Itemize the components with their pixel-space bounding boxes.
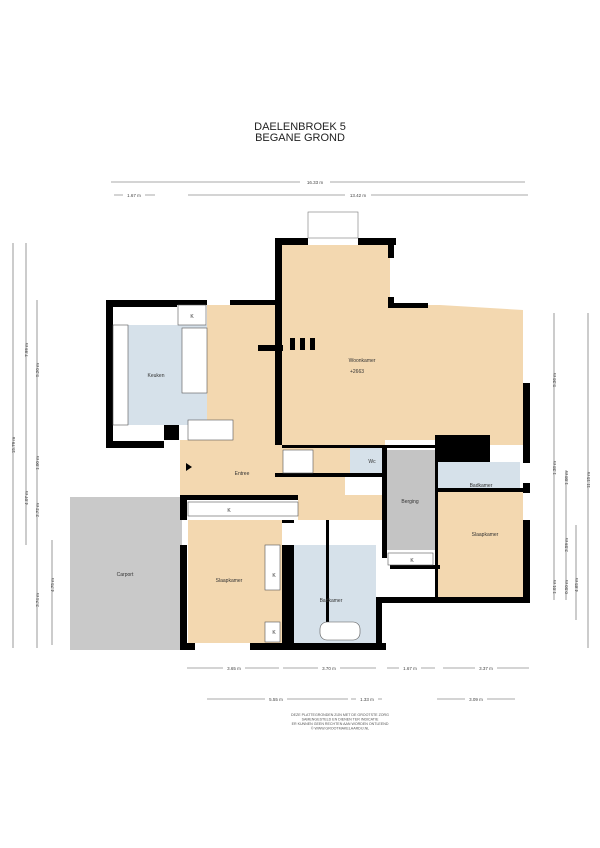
wardrobe — [264, 544, 281, 591]
room-labels: Keuken Woonkamer +2663 Entree Wc Berging… — [117, 314, 499, 636]
dim-label: 1.00 m — [35, 456, 40, 470]
cupboard-label: K — [190, 314, 194, 320]
room-height: +2663 — [350, 369, 364, 375]
plan-title: DAELENBROEK 5 — [254, 121, 346, 133]
dim-label: 16.33 m — [307, 180, 324, 185]
cupboard-label: K — [410, 558, 414, 564]
dim-label: 3.37 m — [479, 666, 493, 671]
disclaimer-line: SAMENGESTELD EN DIENEN TER INDICATIE — [302, 718, 379, 722]
carport-area — [70, 497, 182, 650]
dim-label: 4.65 m — [574, 578, 579, 592]
plan-subtitle: BEGANE GROND — [255, 132, 345, 144]
room-label-slaapkamer: Slaapkamer — [216, 578, 243, 584]
entrance-arrow-icon — [186, 463, 192, 471]
cupboard — [177, 304, 207, 326]
room-label-wc: Wc — [368, 459, 376, 465]
room-label-badkamer: Badkamer — [470, 483, 493, 489]
dim-label: 1.67 m — [403, 666, 417, 671]
disclaimer-line: ER KUNNEN GEEN RECHTEN AAN WORDEN ONTLEE… — [292, 722, 389, 726]
room-label-carport: Carport — [117, 572, 134, 578]
wc-area — [350, 448, 385, 475]
disclaimer: DEZE PLATTEGRONDEN ZIJN MET DE GROOTSTE … — [291, 713, 389, 731]
kitchen-island — [181, 327, 208, 394]
dim-label: 1.08 m — [564, 471, 569, 485]
stairs — [282, 449, 314, 474]
room-label-slaapkamer: Slaapkamer — [472, 532, 499, 538]
dim-label: 1.38 m — [552, 461, 557, 475]
cupboard — [187, 419, 234, 441]
fixtures — [112, 211, 434, 643]
disclaimer-line: © WWW.GROOTMAKELAARDIJ.NL — [311, 727, 369, 731]
cupboard-label: K — [272, 630, 276, 636]
dim-label: 13.42 m — [350, 193, 367, 198]
kitchen-counter — [112, 324, 129, 426]
dim-label: 3.74 m — [35, 593, 40, 607]
dim-label: 3.65 m — [227, 666, 241, 671]
cupboard — [387, 552, 434, 566]
dim-label: 4.07 m — [24, 491, 29, 505]
dim-label: 15.79 m — [11, 437, 16, 454]
walls — [106, 238, 530, 650]
berging-area — [387, 450, 435, 550]
wardrobe — [187, 501, 299, 517]
room-label-badkamer: Badkamer — [320, 598, 343, 604]
disclaimer-line: DEZE PLATTEGRONDEN ZIJN MET DE GROOTSTE … — [291, 713, 389, 717]
dim-label: 5.36 m — [552, 373, 557, 387]
wardrobe — [264, 621, 281, 643]
cupboard-label: K — [227, 508, 231, 514]
dim-label: 2.72 m — [35, 503, 40, 517]
dim-label: 11.15 m — [586, 472, 591, 488]
dim-label: 3.09 m — [469, 697, 483, 702]
bathtub — [319, 621, 361, 641]
badkamer-top-area — [437, 462, 520, 490]
top-dimensions: 16.33 m 1.67 m 13.42 m — [111, 179, 528, 198]
dim-label: 1.67 m — [127, 193, 141, 198]
dim-label: 5.20 m — [35, 363, 40, 377]
dim-label: 1.01 m — [552, 580, 557, 594]
dim-label: 0.50 m — [564, 580, 569, 594]
dim-label: 4.75 m — [50, 578, 55, 592]
room-label-woonkamer: Woonkamer — [349, 358, 376, 364]
left-dimensions: 15.79 m 7.99 m 4.07 m 5.20 m 1.00 m 2.72… — [11, 243, 55, 648]
cupboard-label: K — [272, 573, 276, 579]
dim-label: 7.99 m — [24, 343, 29, 357]
room-label-entree: Entree — [235, 471, 250, 477]
bottom-dimensions: 3.65 m 3.70 m 1.67 m 3.37 m 5.55 m 1.33 … — [187, 665, 529, 702]
dim-label: 3.70 m — [322, 666, 336, 671]
dim-label: 5.55 m — [269, 697, 283, 702]
dim-label: 3.59 m — [564, 538, 569, 552]
woonkamer-area — [282, 245, 523, 475]
garden-doors — [307, 211, 359, 239]
right-dimensions: 5.36 m 1.38 m 1.01 m 1.08 m 3.59 m 0.50 … — [552, 313, 591, 648]
room-label-berging: Berging — [401, 499, 418, 505]
room-label-keuken: Keuken — [148, 373, 165, 379]
dim-label: 1.33 m — [360, 697, 374, 702]
